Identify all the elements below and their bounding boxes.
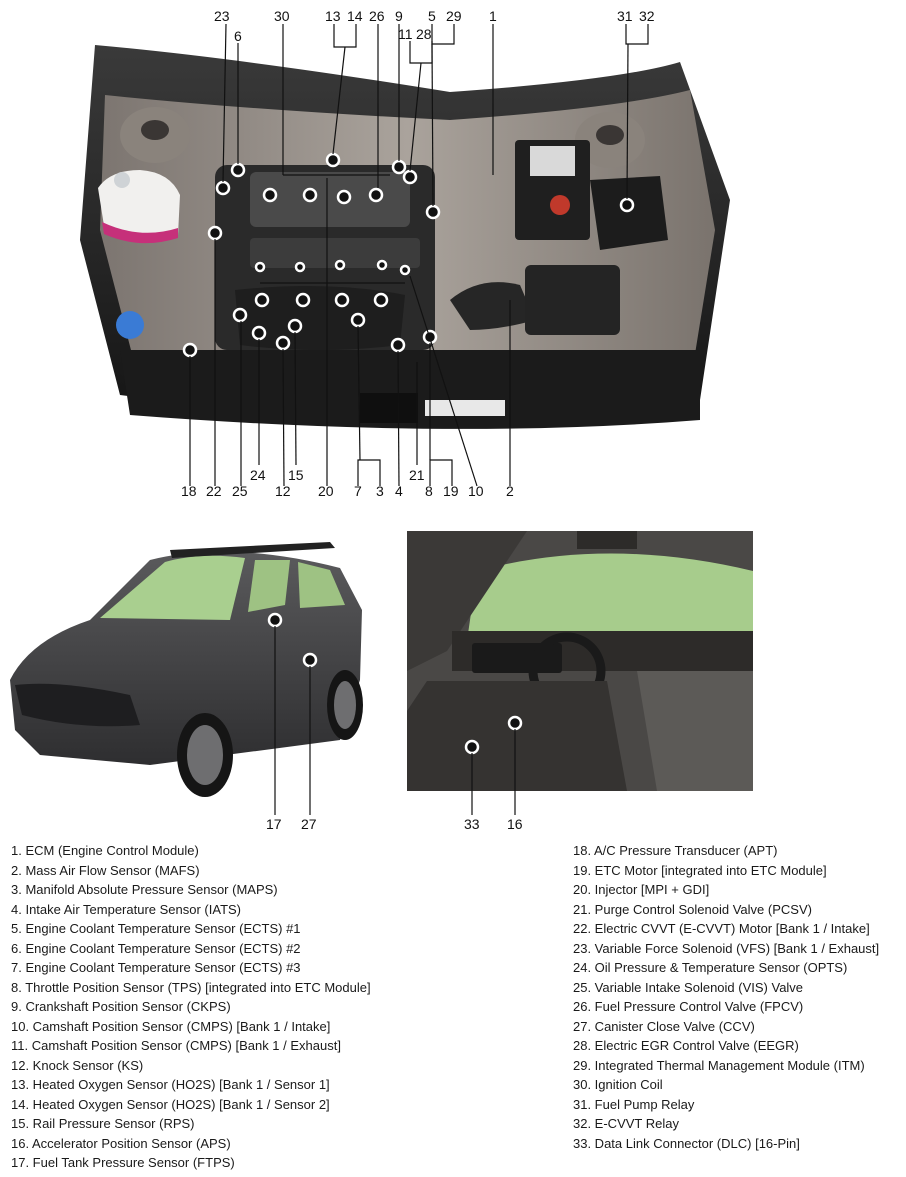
callout-22: 22 (206, 483, 222, 499)
callout-7: 7 (354, 483, 362, 499)
legend-item-23: 23. Variable Force Solenoid (VFS) [Bank … (573, 940, 880, 956)
legend-item-7: 7. Engine Coolant Temperature Sensor (EC… (11, 960, 301, 975)
legend-item-3: 3. Manifold Absolute Pressure Sensor (MA… (11, 882, 278, 897)
callout-15: 15 (288, 467, 304, 483)
callout-28: 28 (416, 26, 432, 42)
callout-14: 14 (347, 8, 363, 24)
callout-27: 27 (301, 816, 317, 832)
legend-item-11: 11. Camshaft Position Sensor (CMPS) [Ban… (11, 1038, 341, 1053)
legend-item-14: 14. Heated Oxygen Sensor (HO2S) [Bank 1 … (11, 1096, 330, 1112)
legend-item-28: 28. Electric EGR Control Valve (EEGR) (573, 1038, 799, 1053)
legend-item-18: 18. A/C Pressure Transducer (APT) (573, 843, 778, 858)
legend-item-16: 16. Accelerator Position Sensor (APS) (11, 1135, 231, 1151)
callout-8: 8 (425, 483, 433, 499)
callout-17: 17 (266, 816, 282, 832)
callout-33: 33 (464, 816, 480, 832)
callout-24: 24 (250, 467, 266, 483)
legend-item-30: 30. Ignition Coil (573, 1077, 663, 1092)
callout-30: 30 (274, 8, 290, 24)
callout-2: 2 (506, 483, 514, 499)
callout-29: 29 (446, 8, 462, 24)
legend-item-2: 2. Mass Air Flow Sensor (MAFS) (11, 862, 200, 878)
callout-18: 18 (181, 483, 197, 499)
legend-item-29: 29. Integrated Thermal Management Module… (573, 1057, 865, 1073)
callout-31: 31 (617, 8, 633, 24)
legend-item-4: 4. Intake Air Temperature Sensor (IATS) (11, 901, 242, 917)
callout-25: 25 (232, 483, 248, 499)
legend-item-25: 25. Variable Intake Solenoid (VIS) Valve (573, 979, 804, 995)
legend-item-20: 20. Injector [MPI + GDI] (573, 882, 710, 897)
legend-item-32: 32. E-CVVT Relay (573, 1116, 679, 1131)
callout-10: 10 (468, 483, 484, 499)
legend-item-6: 6. Engine Coolant Temperature Sensor (EC… (11, 940, 301, 956)
legend-item-24: 24. Oil Pressure & Temperature Sensor (O… (573, 960, 848, 975)
legend-item-9: 9. Crankshaft Position Sensor (CKPS) (11, 999, 231, 1014)
legend-item-8: 8. Throttle Position Sensor (TPS) [integ… (11, 979, 371, 995)
legend-item-27: 27. Canister Close Valve (CCV) (573, 1018, 755, 1034)
interior-leader-lines (471, 791, 516, 815)
callout-21: 21 (409, 467, 425, 483)
legend-item-5: 5. Engine Coolant Temperature Sensor (EC… (11, 921, 301, 936)
legend-item-33: 33. Data Link Connector (DLC) [16-Pin] (573, 1135, 800, 1151)
legend-item-21: 21. Purge Control Solenoid Valve (PCSV) (573, 901, 812, 917)
callout-4: 4 (395, 483, 403, 499)
legend-item-15: 15. Rail Pressure Sensor (RPS) (11, 1116, 195, 1131)
legend-item-1: 1. ECM (Engine Control Module) (11, 843, 199, 858)
callout-5: 5 (428, 8, 436, 24)
callout-11: 11 (398, 26, 413, 42)
legend-item-19: 19. ETC Motor [integrated into ETC Modul… (573, 862, 827, 878)
engine-bay-photo (80, 23, 730, 487)
callout-26: 26 (369, 8, 385, 24)
legend-item-12: 12. Knock Sensor (KS) (11, 1057, 144, 1073)
legend-item-31: 31. Fuel Pump Relay (573, 1096, 695, 1112)
vehicle-interior-photo (407, 531, 753, 791)
callout-19: 19 (443, 483, 459, 499)
legend-right-column: 18. A/C Pressure Transducer (APT) 19. ET… (573, 841, 879, 1153)
legend-item-13: 13. Heated Oxygen Sensor (HO2S) [Bank 1 … (11, 1077, 330, 1092)
legend-item-26: 26. Fuel Pressure Control Valve (FPCV) (573, 999, 804, 1014)
callout-1: 1 (489, 8, 497, 24)
callout-13: 13 (325, 8, 341, 24)
callout-6: 6 (234, 28, 242, 44)
callout-9: 9 (395, 8, 403, 24)
callout-12: 12 (275, 483, 291, 499)
callout-20: 20 (318, 483, 334, 499)
vehicle-exterior-photo (10, 542, 363, 815)
callout-23: 23 (214, 8, 230, 24)
legend-item-10: 10. Camshaft Position Sensor (CMPS) [Ban… (11, 1018, 331, 1034)
callout-32: 32 (639, 8, 655, 24)
callout-16: 16 (507, 816, 523, 832)
callout-3: 3 (376, 483, 384, 499)
legend-item-22: 22. Electric CVVT (E-CVVT) Motor [Bank 1… (573, 921, 870, 936)
legend-item-17: 17. Fuel Tank Pressure Sensor (FTPS) (11, 1155, 235, 1170)
legend-left-column: 1. ECM (Engine Control Module) 2. Mass A… (11, 841, 371, 1173)
